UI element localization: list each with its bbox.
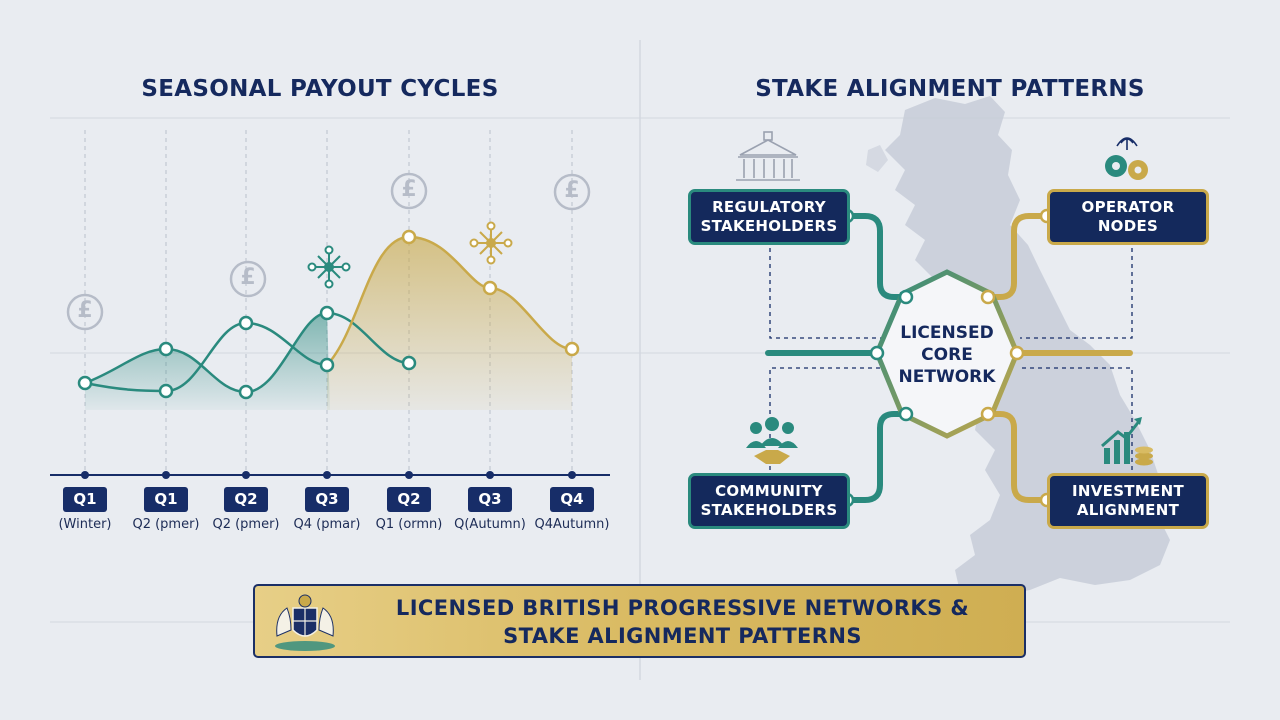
pound-symbol: £ (564, 178, 580, 203)
vertical-guides (84, 130, 573, 470)
gold-routes (985, 213, 1133, 503)
investment-line2: ALIGNMENT (1076, 501, 1180, 519)
gold-cycle-line (326, 235, 573, 366)
pound-symbol: £ (77, 298, 93, 323)
dashed-connectors (769, 248, 1133, 470)
investment-line1: INVESTMENT (1072, 482, 1184, 500)
quarter-label: Q3 (468, 487, 512, 512)
quarter-label: Q1 (63, 487, 107, 512)
regulatory-line2: STAKEHOLDERS (700, 217, 838, 235)
operator-nodes-node: OPERATOR NODES (1047, 189, 1209, 245)
investment-alignment-node: INVESTMENT ALIGNMENT (1047, 473, 1209, 529)
quarter-label: Q2 (387, 487, 431, 512)
quarter-sublabel: (Winter) (58, 517, 112, 532)
core-network-line1: LICENSED (900, 323, 994, 343)
royal-coat-of-arms-icon (275, 594, 335, 651)
quarter-label: Q3 (305, 487, 349, 512)
teal-area (85, 313, 330, 410)
banner-line1: LICENSED BRITISH PROGRESSIVE NETWORKS & (395, 596, 970, 620)
teal-routes (765, 213, 909, 503)
quarter-sublabel: Q1 (ormn) (375, 517, 443, 532)
quarter-label: Q2 (224, 487, 268, 512)
regulatory-line1: REGULATORY (712, 198, 826, 216)
regulatory-stakeholders-node: REGULATORY STAKEHOLDERS (688, 189, 850, 245)
quarter-sublabel: Q4Autumn) (534, 517, 610, 532)
operator-line1: OPERATOR (1081, 198, 1175, 216)
pound-symbol: £ (401, 177, 417, 202)
uk-map-silhouette (885, 96, 1170, 598)
quarter-sublabel: Q2 (pmer) (212, 517, 280, 532)
payout-cycle-chart (50, 130, 610, 479)
banner-title: LICENSED BRITISH PROGRESSIVE NETWORKS & … (355, 594, 1010, 650)
quarter-label: Q1 (144, 487, 188, 512)
community-line1: COMMUNITY (715, 482, 823, 500)
core-network-label: LICENSED CORE NETWORK (892, 322, 1002, 388)
community-stakeholders-node: COMMUNITY STAKEHOLDERS (688, 473, 850, 529)
title-banner: LICENSED BRITISH PROGRESSIVE NETWORKS & … (253, 584, 1026, 658)
community-line2: STAKEHOLDERS (700, 501, 838, 519)
pound-coin-icon (553, 173, 591, 211)
quarter-sublabel: Q2 (pmer) (132, 517, 200, 532)
operator-line2: NODES (1097, 217, 1159, 235)
pound-symbol: £ (240, 265, 256, 290)
banner-line2: STAKE ALIGNMENT PATTERNS (503, 624, 862, 648)
quarter-sublabel: Q(Autumn) (454, 517, 526, 532)
gears-icon (1105, 137, 1148, 180)
quarter-sublabel: Q4 (pmar) (293, 517, 361, 532)
seasonal-payout-title: SEASONAL PAYOUT CYCLES (141, 76, 499, 102)
network-node-icon (469, 221, 513, 265)
teal-cycle-line-b (84, 321, 328, 393)
core-network-line3: NETWORK (898, 367, 996, 387)
gold-area (327, 237, 572, 410)
network-node-icon (307, 245, 351, 289)
axis-ticks (81, 471, 576, 479)
pound-coin-icon (390, 172, 428, 210)
growth-chart-icon (1101, 417, 1153, 466)
government-building-icon (736, 131, 800, 181)
core-network-line2: CORE (921, 345, 973, 365)
cycle-points (77, 229, 580, 400)
stake-alignment-title: STAKE ALIGNMENT PATTERNS (755, 76, 1145, 102)
pound-coin-icon (66, 293, 104, 331)
quarter-label: Q4 (550, 487, 594, 512)
pound-coin-icon (229, 260, 267, 298)
handshake-people-icon (746, 417, 798, 464)
uk-island-outline (866, 145, 888, 172)
